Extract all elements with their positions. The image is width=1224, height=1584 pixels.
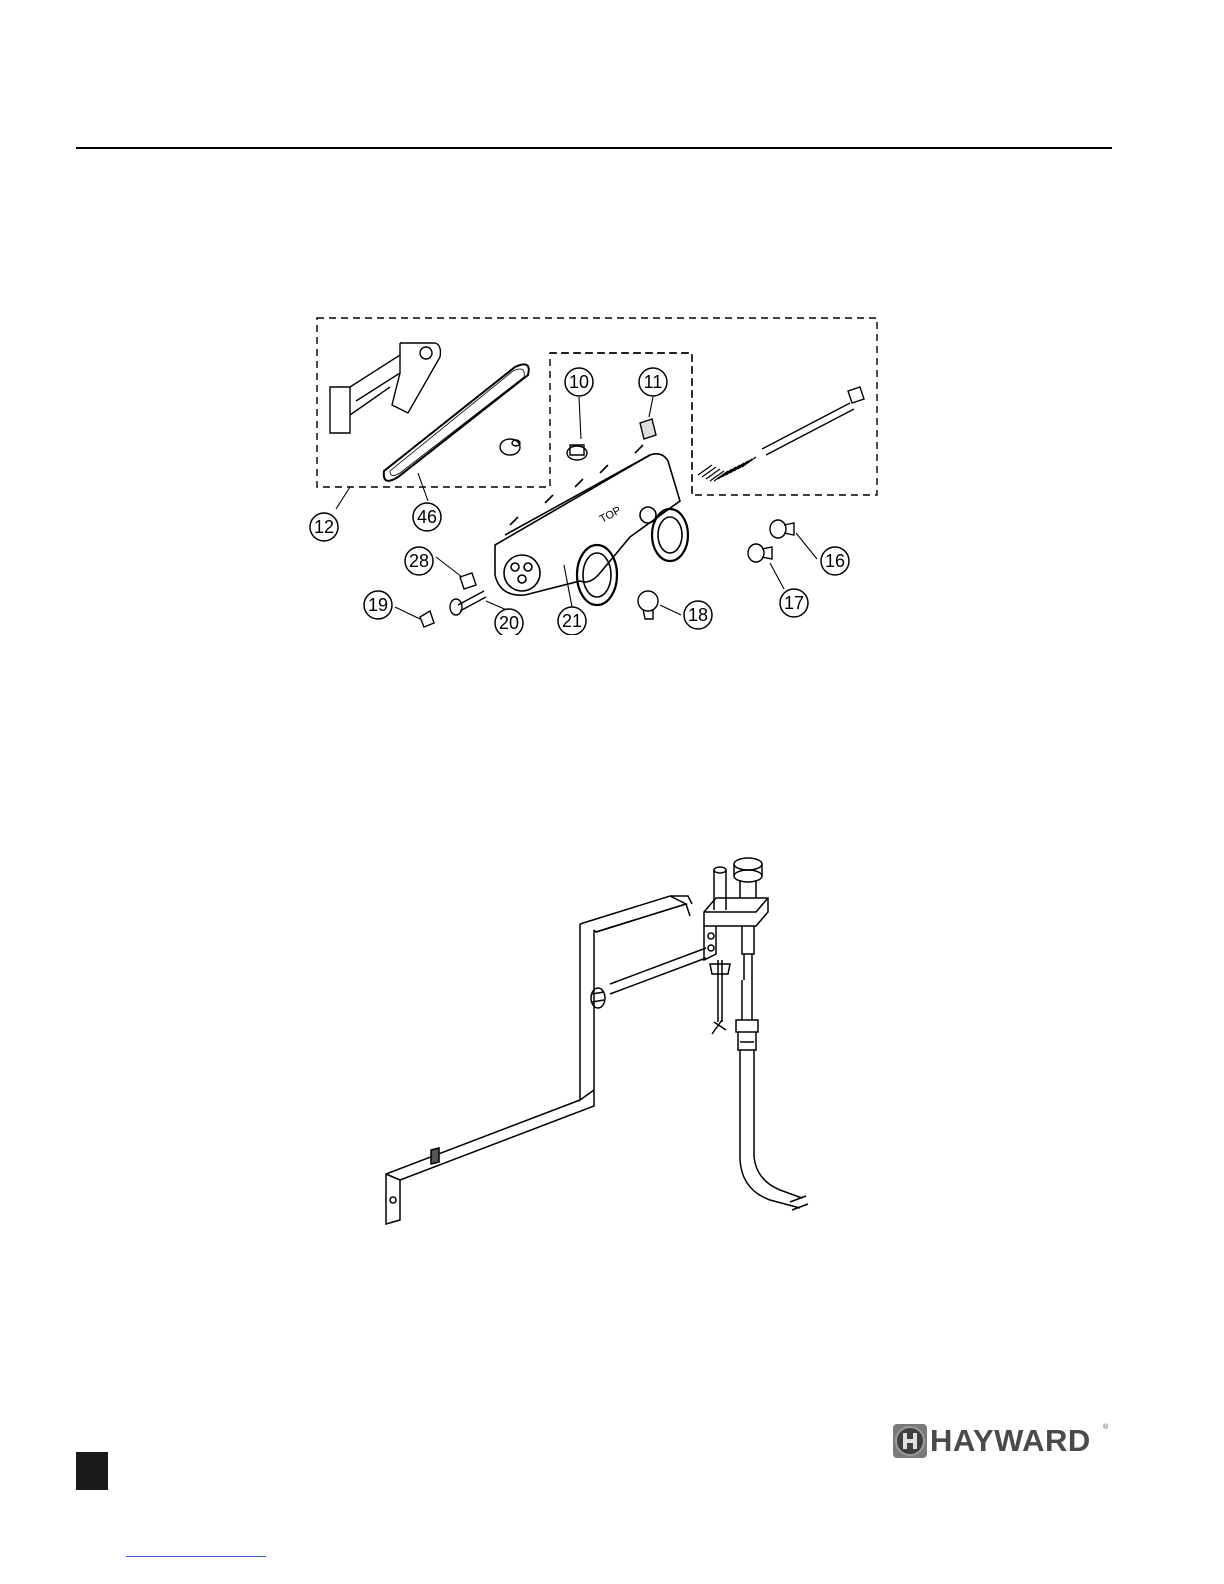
fitting-part-28 <box>460 573 476 589</box>
page-corner-block <box>76 1452 108 1490</box>
fitting-part-19 <box>420 611 434 627</box>
callout-19-label: 19 <box>368 595 388 615</box>
callout-11-label: 11 <box>644 372 663 392</box>
kit-outline-outer <box>317 318 877 495</box>
callout-28: 28 <box>405 547 433 575</box>
nut-part <box>848 387 864 403</box>
callout-28-label: 28 <box>409 551 429 571</box>
callout-18: 18 <box>684 601 712 629</box>
casting-top-label: TOP <box>598 505 623 526</box>
pilot-assembly <box>704 858 808 1210</box>
header-rule <box>76 147 1112 149</box>
hayward-emblem-icon <box>892 1423 928 1459</box>
fitting-part-17 <box>748 544 764 562</box>
callout-21: 21 <box>558 607 586 635</box>
fitting-part-10 <box>567 445 587 460</box>
manifold-body-21 <box>495 445 688 605</box>
registered-mark: ® <box>1103 1424 1108 1431</box>
fitting-part-18 <box>638 591 658 611</box>
callout-12: 12 <box>310 513 338 541</box>
rod-part <box>762 403 854 455</box>
callout-12-label: 12 <box>314 517 334 537</box>
hayward-logo: HAYWARD ® <box>892 1420 1108 1462</box>
gasket-loop <box>384 364 529 481</box>
callout-17-label: 17 <box>784 593 804 613</box>
plug-part-11 <box>640 419 656 439</box>
callout-11: 11 <box>639 368 667 396</box>
pilot-bracket-diagram <box>370 850 970 1230</box>
callout-17: 17 <box>780 589 808 617</box>
exploded-parts-diagram: TOP 10 11 12 46 28 19 20 21 18 16 17 <box>300 305 890 635</box>
callout-46: 46 <box>413 503 441 531</box>
callout-10: 10 <box>565 368 593 396</box>
callout-16-label: 16 <box>825 551 845 571</box>
callout-16: 16 <box>821 547 849 575</box>
bracket-frame <box>386 896 706 1224</box>
fitting-part-16 <box>770 520 786 538</box>
callout-20: 20 <box>495 609 523 635</box>
callout-46-label: 46 <box>417 507 437 527</box>
callout-20-label: 20 <box>499 613 519 633</box>
callout-10-label: 10 <box>569 372 589 392</box>
bracket-part <box>330 343 440 433</box>
spring-part <box>698 457 756 481</box>
callout-19: 19 <box>364 591 392 619</box>
callout-18-label: 18 <box>688 605 708 625</box>
hayward-wordmark: HAYWARD <box>930 1423 1091 1459</box>
footer-link-underline[interactable] <box>126 1556 266 1557</box>
callout-21-label: 21 <box>562 611 582 631</box>
